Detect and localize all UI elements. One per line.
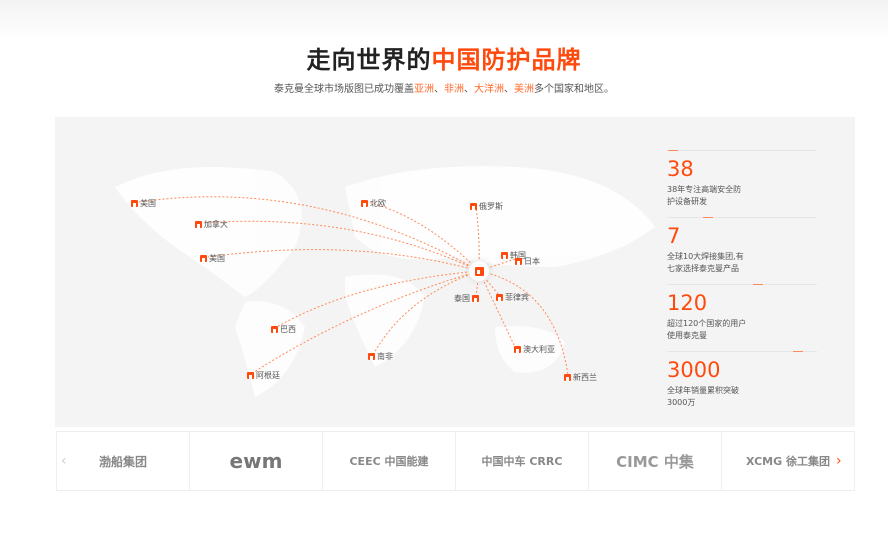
marker-south-africa[interactable]: 南非 <box>368 351 393 362</box>
pin-icon <box>470 203 477 210</box>
pin-icon <box>195 221 202 228</box>
logo-crrc[interactable]: 中国中车 CRRC <box>456 432 589 490</box>
pin-icon <box>472 295 479 302</box>
pin-icon <box>496 294 503 301</box>
marker-australia[interactable]: 澳大利亚 <box>514 344 555 355</box>
marker-new-zealand[interactable]: 新西兰 <box>564 372 597 383</box>
pin-icon <box>501 252 508 259</box>
pin-icon <box>474 266 484 276</box>
top-fade <box>0 0 888 40</box>
logo-xcmg[interactable]: XCMG 徐工集团 <box>746 455 830 468</box>
marker-korea[interactable]: 韩国 <box>501 250 526 261</box>
pin-icon <box>247 372 254 379</box>
world-map: 美国 加拿大 美国 北欧 俄罗斯 韩国 日本 泰国 菲律宾 巴西 南非 澳大利亚… <box>55 117 855 427</box>
marker-russia[interactable]: 俄罗斯 <box>470 201 503 212</box>
partner-logos-carousel: 渤船集团 ewm CEEC 中国能建 中国中车 CRRC CIMC 中集 XCM… <box>56 431 855 491</box>
china-hub-marker[interactable] <box>469 261 489 281</box>
carousel-next-button[interactable]: › <box>836 453 842 469</box>
pin-icon <box>514 346 521 353</box>
pin-icon <box>200 255 207 262</box>
subtitle: 泰克曼全球市场版图已成功覆盖亚洲、非洲、大洋洲、美洲多个国家和地区。 <box>274 84 614 95</box>
marker-usa-north[interactable]: 美国 <box>131 198 156 209</box>
carousel-prev-button[interactable]: ‹ <box>61 453 67 469</box>
marker-philippines[interactable]: 菲律宾 <box>496 292 529 303</box>
pin-icon <box>271 326 278 333</box>
marker-canada[interactable]: 加拿大 <box>195 219 228 230</box>
pin-icon <box>564 374 571 381</box>
marker-nordic[interactable]: 北欧 <box>361 198 386 209</box>
marker-japan[interactable]: 日本 <box>515 256 540 267</box>
marker-argentina[interactable]: 阿根廷 <box>247 370 280 381</box>
marker-thailand[interactable]: 泰国 <box>454 293 479 304</box>
page-title: 走向世界的中国防护品牌 <box>306 46 582 74</box>
logo-bohai[interactable]: 渤船集团 <box>57 432 190 490</box>
logo-cimc[interactable]: CIMC 中集 <box>589 432 722 490</box>
logo-ceec[interactable]: CEEC 中国能建 <box>323 432 456 490</box>
logo-ewm[interactable]: ewm <box>190 432 323 490</box>
marker-usa[interactable]: 美国 <box>200 253 225 264</box>
pin-icon <box>131 200 138 207</box>
pin-icon <box>368 353 375 360</box>
marker-brazil[interactable]: 巴西 <box>271 324 296 335</box>
pin-icon <box>515 258 522 265</box>
pin-icon <box>361 200 368 207</box>
